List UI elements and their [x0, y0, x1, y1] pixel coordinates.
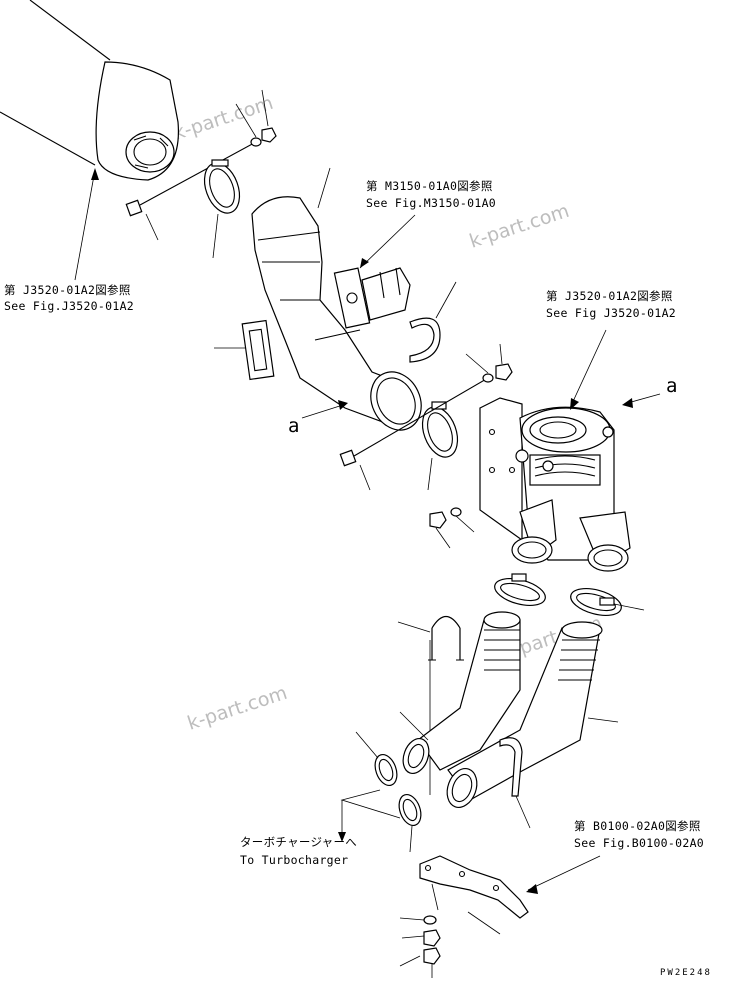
washer-top — [235, 103, 262, 147]
clamp-middle — [421, 401, 459, 491]
pipe-band — [499, 737, 531, 829]
pipe-flange-bracket — [333, 267, 411, 329]
ref-support-en: See Fig.B0100-02A0 — [574, 836, 704, 850]
support-bracket — [419, 855, 529, 935]
nut-aftercooler — [429, 511, 451, 549]
intake-pipe-left — [399, 611, 521, 775]
bolt-middle — [339, 377, 489, 491]
u-bolt — [397, 615, 464, 795]
bolt-top — [125, 141, 257, 241]
gasket-left — [214, 319, 275, 381]
nut-bottom-2 — [399, 947, 441, 978]
nut-top — [261, 89, 277, 143]
ref-bracket-en: See Fig.M3150-01A0 — [366, 196, 496, 210]
clamp-lower-right — [570, 587, 645, 617]
callout-a-left-arrow — [301, 403, 347, 419]
nut-bottom-1 — [401, 929, 441, 947]
aftercooler-connection-block — [479, 397, 631, 572]
air-cleaner-body — [0, 0, 180, 181]
ref-air-cleaner-en: See Fig.J3520-01A2 — [4, 299, 134, 313]
ref-aftercooler-en: See Fig J3520-01A2 — [546, 306, 676, 320]
watermark-3: k-part.com — [185, 682, 290, 735]
clamp-bottom-1 — [355, 731, 398, 787]
ref-air-cleaner-jp: 第 J3520-01A2図参照 — [4, 283, 131, 297]
leader-bracket — [359, 214, 416, 269]
intake-elbow-pipe — [251, 167, 422, 431]
ref-aftercooler-jp: 第 J3520-01A2図参照 — [546, 289, 673, 303]
washer-bottom — [399, 915, 437, 925]
intake-pipe-right — [446, 621, 619, 808]
turbocharger-jp: ターボチャージャーへ — [240, 835, 357, 849]
turbo-bracket-lines — [340, 789, 401, 836]
clamp-lower-left — [494, 573, 546, 607]
washer-middle — [465, 353, 494, 383]
leader-support — [527, 855, 601, 891]
clamp-bottom-2 — [398, 793, 422, 853]
ref-bracket-jp: 第 M3150-01A0図参照 — [366, 179, 493, 193]
callout-a-left: a — [288, 415, 299, 437]
clamp-top — [203, 159, 241, 259]
watermark-1: k-part.com — [171, 92, 276, 145]
support-band — [409, 281, 457, 363]
turbocharger-en: To Turbocharger — [240, 853, 348, 867]
washer-aftercooler — [450, 507, 475, 533]
drawing-code: PW2E248 — [660, 968, 712, 978]
leader-air-cleaner — [74, 169, 96, 281]
leader-aftercooler — [569, 329, 607, 409]
nut-middle — [495, 343, 513, 381]
ref-support-jp: 第 B0100-02A0図参照 — [574, 819, 701, 833]
callout-a-right: a — [666, 375, 677, 397]
